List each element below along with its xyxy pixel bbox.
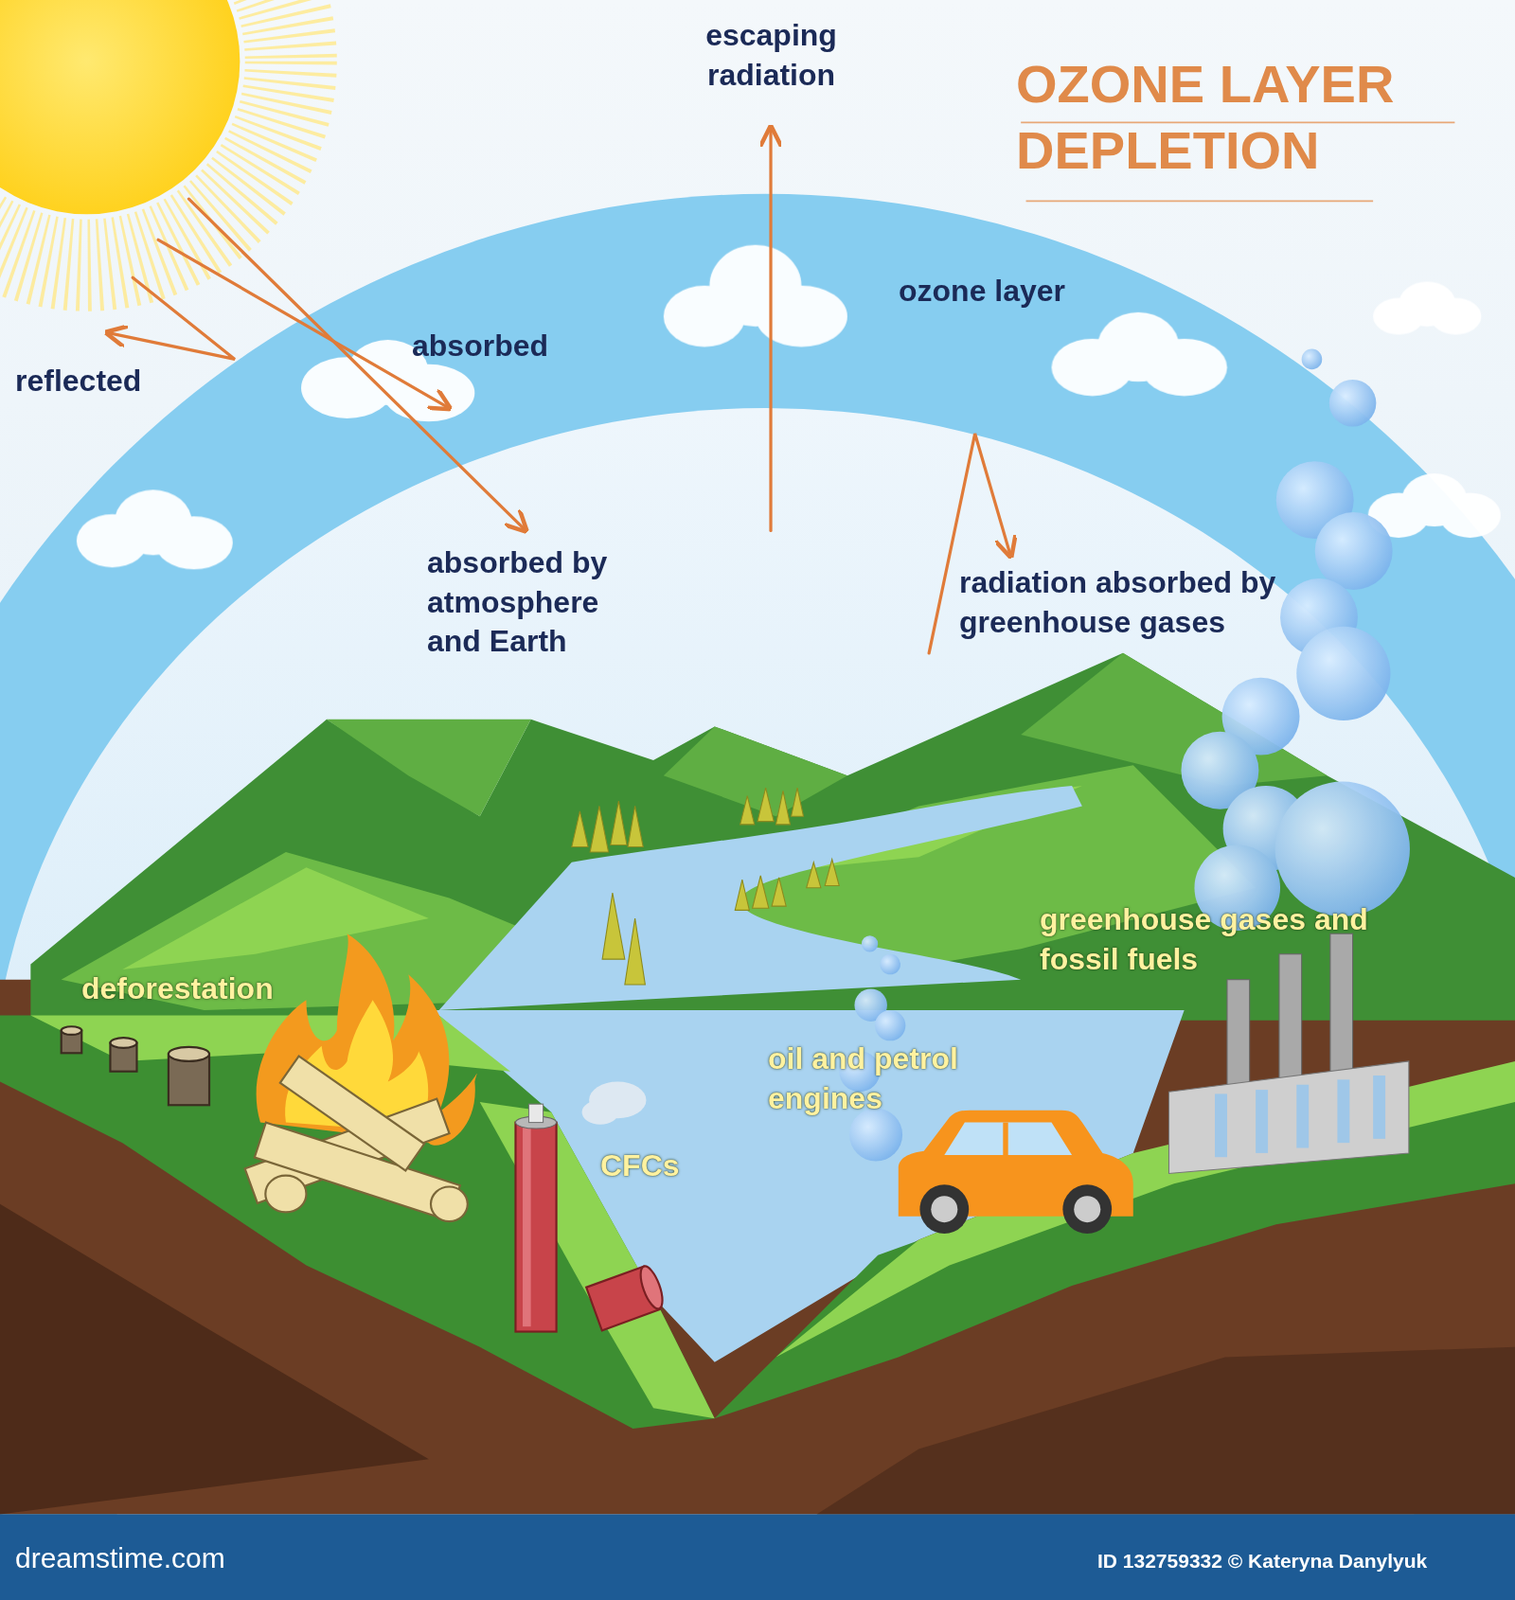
diagram-title: OZONE LAYER DEPLETION <box>1015 51 1471 184</box>
watermark-text: ID 132759332 © Kateryna Danylyuk <box>1097 1548 1427 1574</box>
watermark-text: dreamstime.com <box>15 1539 226 1577</box>
source-label: deforestation <box>81 969 274 1010</box>
source-label: oil and petrol engines <box>767 1039 1035 1119</box>
radiation-label: reflected <box>15 361 142 402</box>
source-label: greenhouse gases and fossil fuels <box>1039 900 1382 980</box>
radiation-label: escaping radiation <box>674 16 869 95</box>
radiation-label: absorbed <box>411 326 549 367</box>
source-label: CFCs <box>600 1146 680 1187</box>
radiation-label: radiation absorbed by greenhouse gases <box>959 563 1366 642</box>
layer-label: ozone layer <box>898 271 1066 312</box>
radiation-label: absorbed by atmosphere and Earth <box>427 543 660 662</box>
